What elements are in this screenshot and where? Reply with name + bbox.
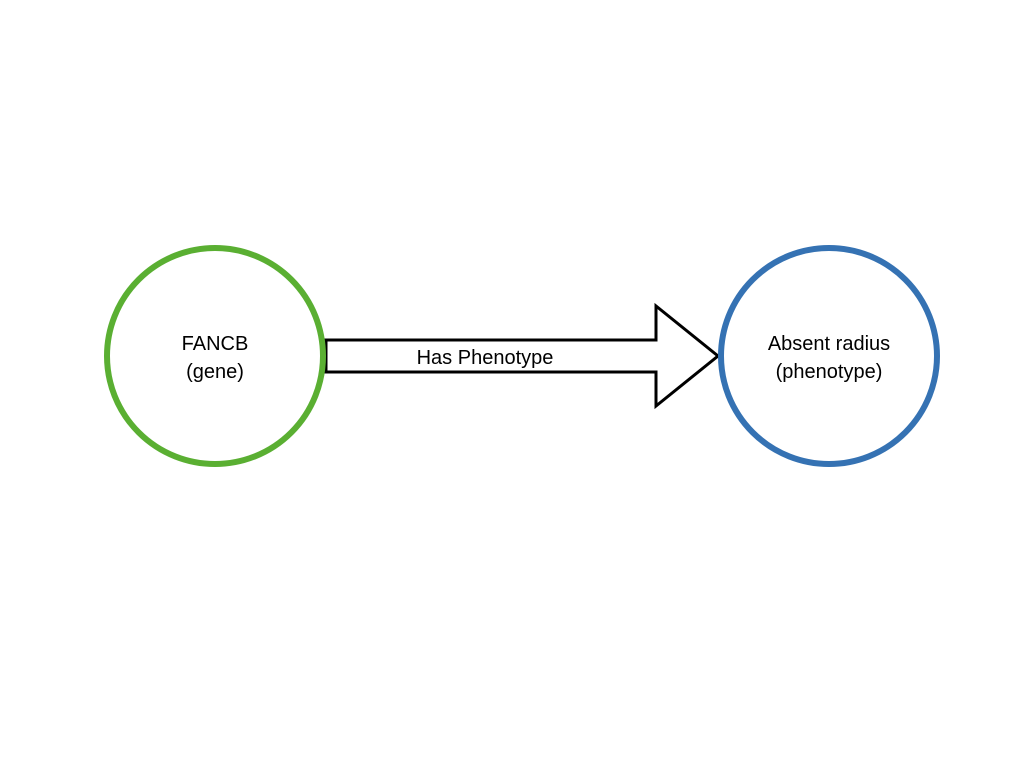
gene-node-circle xyxy=(104,245,326,467)
edge-label: Has Phenotype xyxy=(417,347,554,369)
phenotype-node-type: (phenotype) xyxy=(776,361,883,383)
gene-node-name: FANCB xyxy=(182,333,249,355)
gene-node: FANCB (gene) xyxy=(104,245,326,467)
phenotype-node-circle xyxy=(718,245,940,467)
phenotype-node: Absent radius (phenotype) xyxy=(718,245,940,467)
gene-node-type: (gene) xyxy=(186,361,244,383)
has-phenotype-edge: Has Phenotype xyxy=(324,302,721,410)
edge-arrow-shape xyxy=(324,302,721,410)
phenotype-node-name: Absent radius xyxy=(768,333,890,355)
